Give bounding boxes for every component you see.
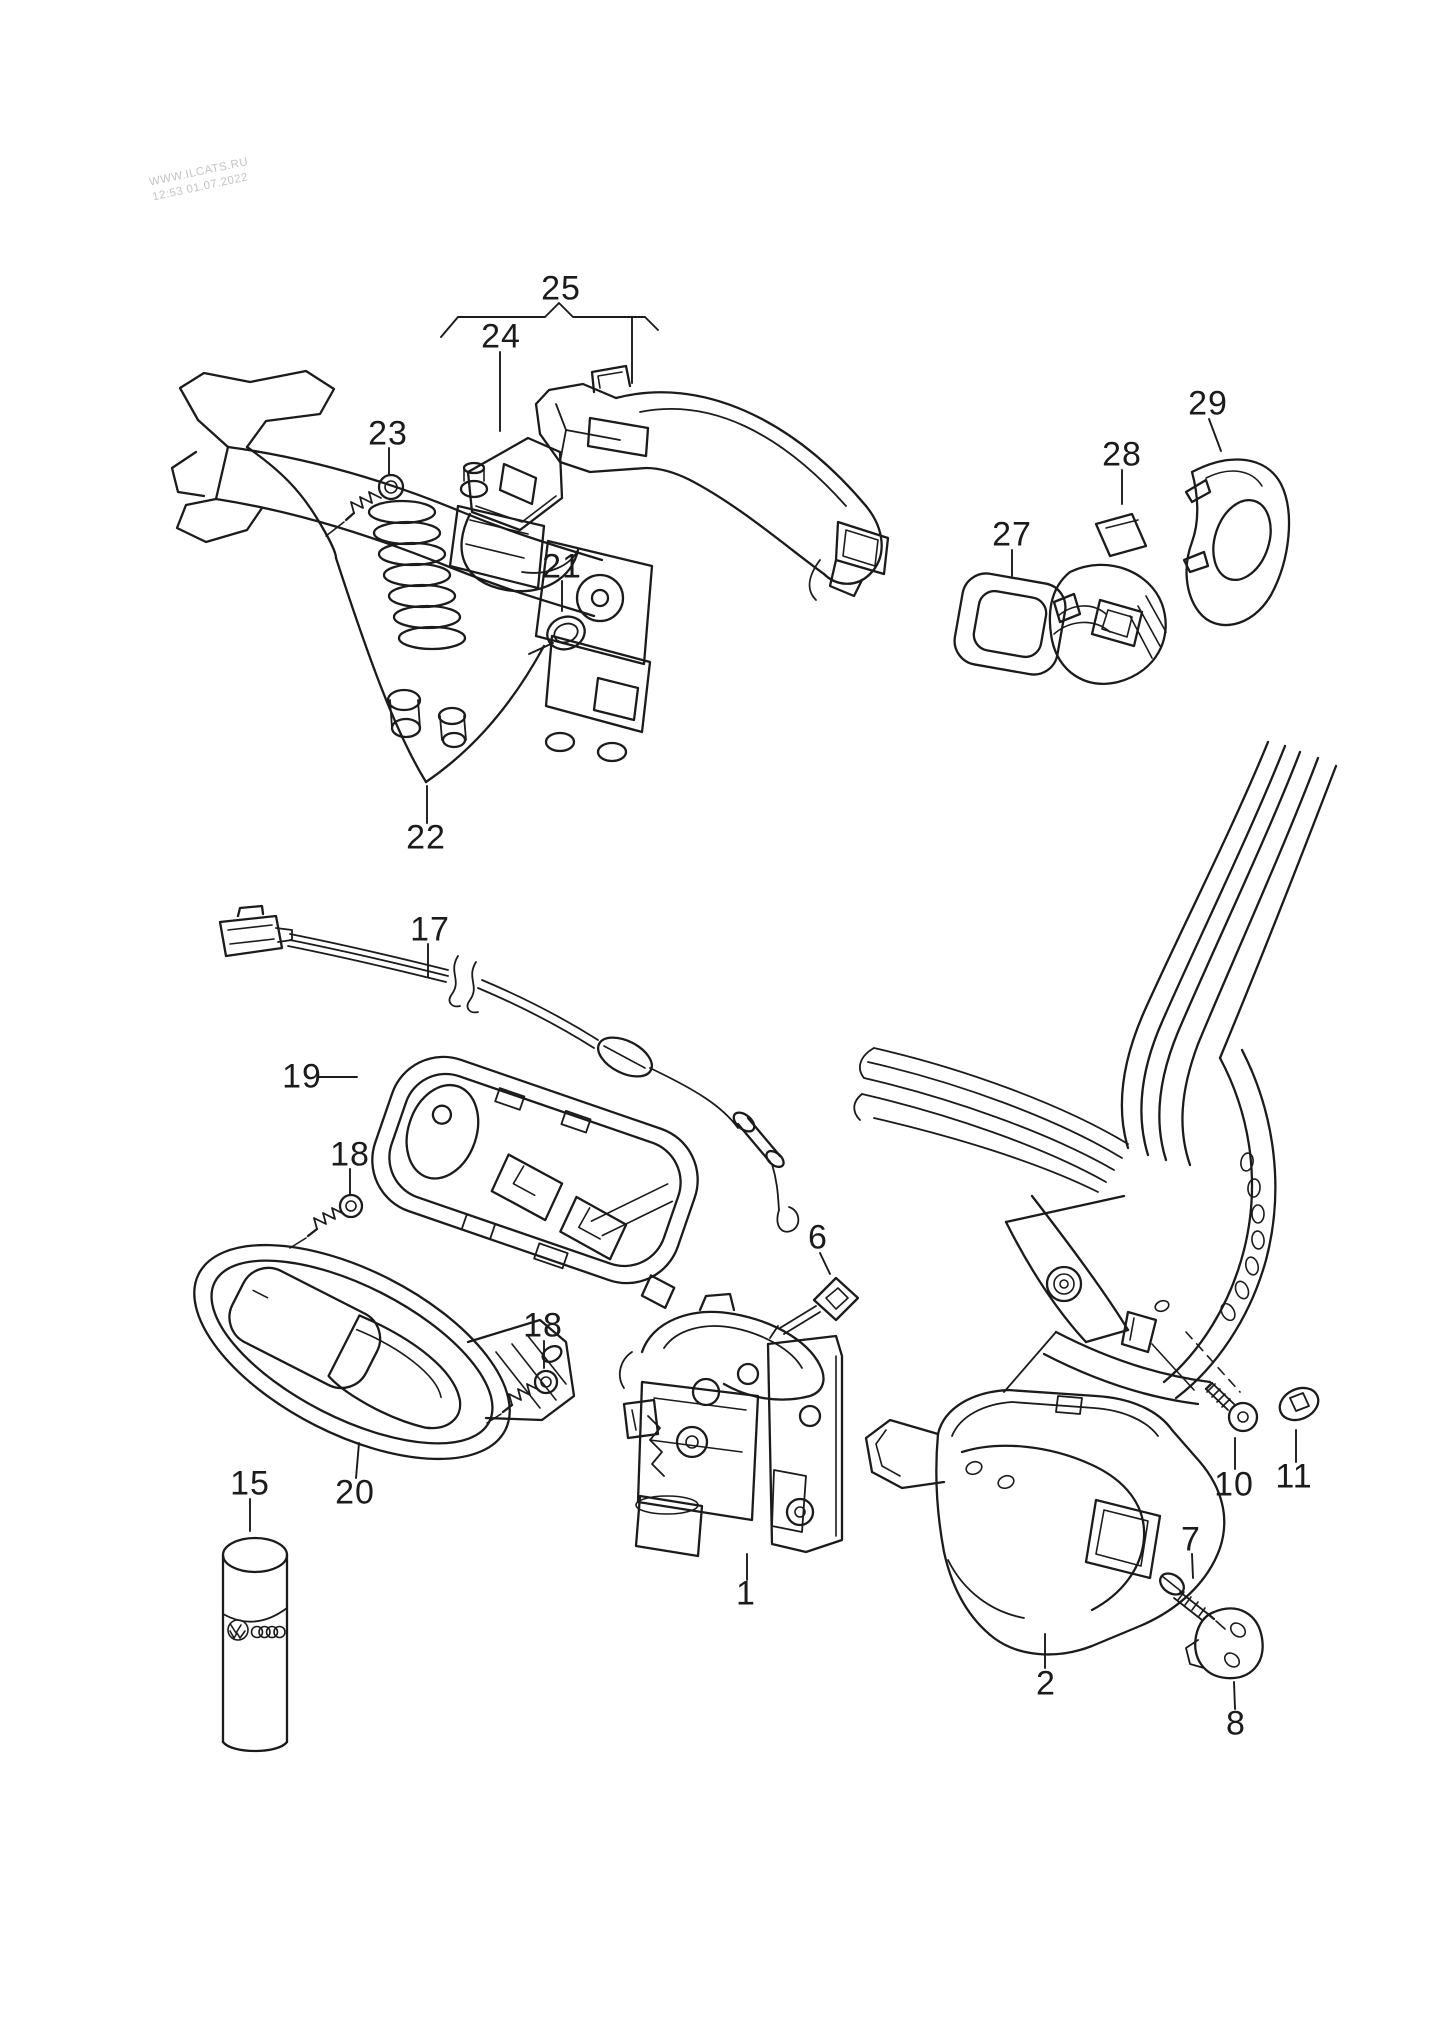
o-ring-21-drawing bbox=[546, 615, 586, 651]
callout-11[interactable]: 11 bbox=[1275, 1457, 1313, 1496]
screw-18-upper-drawing bbox=[289, 1193, 364, 1249]
grease-tube-15-drawing bbox=[221, 1536, 289, 1753]
callout-25[interactable]: 25 bbox=[541, 269, 581, 308]
screw-7-drawing bbox=[1159, 1572, 1226, 1630]
cap-11-drawing bbox=[1278, 1386, 1320, 1422]
callout-7[interactable]: 7 bbox=[1181, 1520, 1201, 1559]
handle-bracket-24-drawing bbox=[460, 436, 580, 593]
door-frame-drawing bbox=[853, 740, 1338, 1406]
door-lock-1-drawing bbox=[618, 1292, 844, 1558]
callout-18-upper[interactable]: 18 bbox=[330, 1135, 370, 1174]
lock-cylinder-28-drawing bbox=[1048, 512, 1167, 685]
audi-rings-icon bbox=[250, 1625, 286, 1639]
callout-6[interactable]: 6 bbox=[808, 1218, 828, 1257]
callout-28[interactable]: 28 bbox=[1102, 435, 1142, 474]
callout-2[interactable]: 2 bbox=[1036, 1664, 1056, 1703]
callout-1[interactable]: 1 bbox=[736, 1574, 756, 1613]
cap-29-drawing bbox=[1182, 458, 1291, 627]
callout-18-lower[interactable]: 18 bbox=[523, 1306, 563, 1345]
lock-bracket-2-drawing bbox=[864, 1388, 1226, 1656]
coupling-pin-6-drawing bbox=[769, 1276, 860, 1339]
leader-lines bbox=[249, 302, 1297, 1710]
callout-22[interactable]: 22 bbox=[406, 818, 446, 857]
handle-housing-19-drawing bbox=[371, 1055, 699, 1310]
callout-17[interactable]: 17 bbox=[410, 910, 450, 949]
callout-10[interactable]: 10 bbox=[1214, 1465, 1254, 1504]
callout-20[interactable]: 20 bbox=[335, 1473, 375, 1512]
callout-24[interactable]: 24 bbox=[481, 317, 521, 356]
callout-21[interactable]: 21 bbox=[542, 547, 582, 586]
release-cable-17-drawing bbox=[218, 904, 800, 1233]
callout-27[interactable]: 27 bbox=[992, 515, 1032, 554]
callout-8[interactable]: 8 bbox=[1226, 1704, 1246, 1743]
screw-10-drawing bbox=[1204, 1381, 1259, 1433]
handle-carrier-22-drawing bbox=[170, 369, 654, 784]
callout-29[interactable]: 29 bbox=[1188, 384, 1228, 423]
retaining-plate-8-drawing bbox=[1185, 1607, 1264, 1680]
callout-23[interactable]: 23 bbox=[368, 414, 408, 453]
screw-23-drawing bbox=[325, 473, 405, 537]
callout-19[interactable]: 19 bbox=[282, 1057, 322, 1096]
callout-15[interactable]: 15 bbox=[230, 1464, 270, 1503]
gasket-27-drawing bbox=[953, 572, 1067, 676]
door-handle-25-drawing bbox=[534, 364, 890, 601]
inner-handle-20-drawing bbox=[193, 1243, 576, 1461]
vw-logo-icon bbox=[227, 1619, 249, 1641]
